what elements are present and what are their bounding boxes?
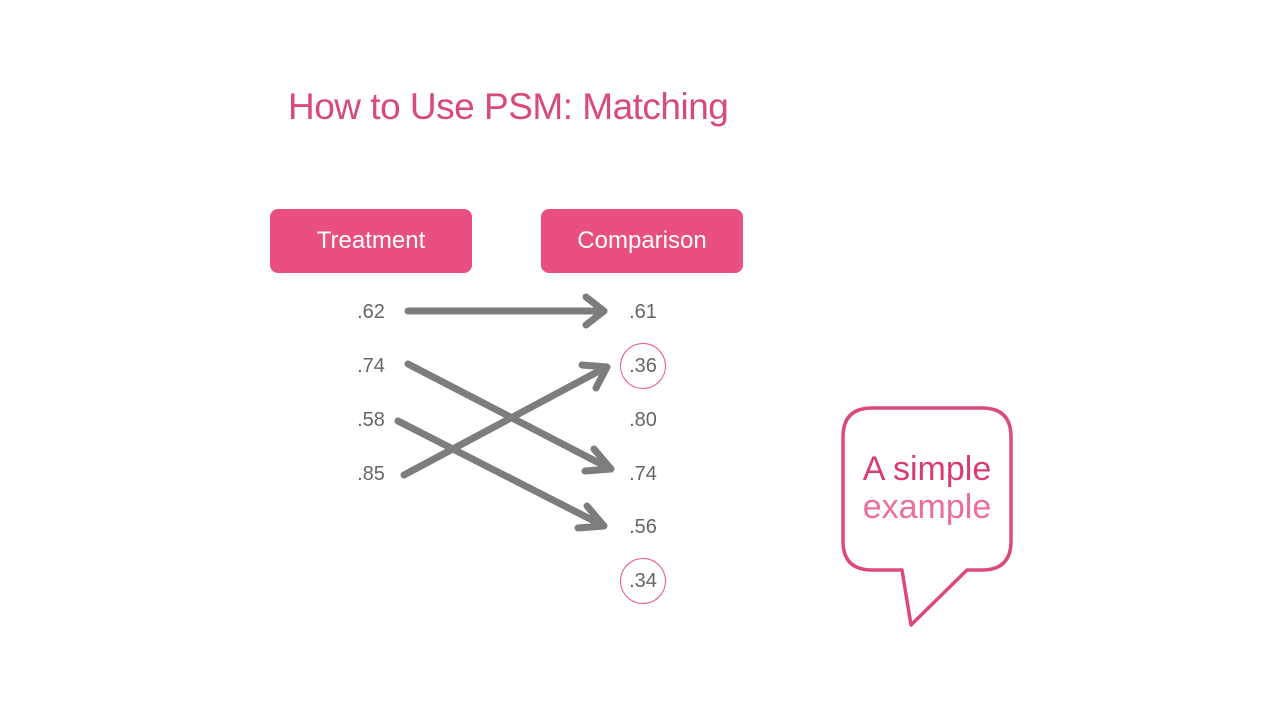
comparison-header: Comparison	[541, 209, 743, 273]
match-arrow	[404, 293, 608, 329]
comparison-score: .74	[629, 463, 657, 485]
treatment-score: .62	[357, 301, 385, 323]
comparison-score: .61	[629, 301, 657, 323]
comparison-score: .80	[629, 409, 657, 431]
comparison-score: .56	[629, 516, 657, 538]
comparison-score-unmatched: .36	[613, 343, 673, 389]
comparison-label: Comparison	[577, 227, 707, 254]
treatment-label: Treatment	[316, 227, 426, 254]
callout-line-1: A simple	[862, 450, 992, 488]
match-arrow	[404, 360, 615, 475]
treatment-score: .58	[357, 409, 385, 431]
treatment-header: Treatment	[270, 209, 472, 273]
callout-line-2: example	[862, 488, 992, 526]
treatment-score: .74	[357, 355, 385, 377]
match-arrow	[394, 417, 608, 532]
comparison-score-unmatched: .34	[613, 558, 673, 604]
treatment-score: .85	[357, 463, 385, 485]
match-arrow	[400, 361, 611, 479]
page-title: How to Use PSM: Matching	[288, 86, 729, 127]
